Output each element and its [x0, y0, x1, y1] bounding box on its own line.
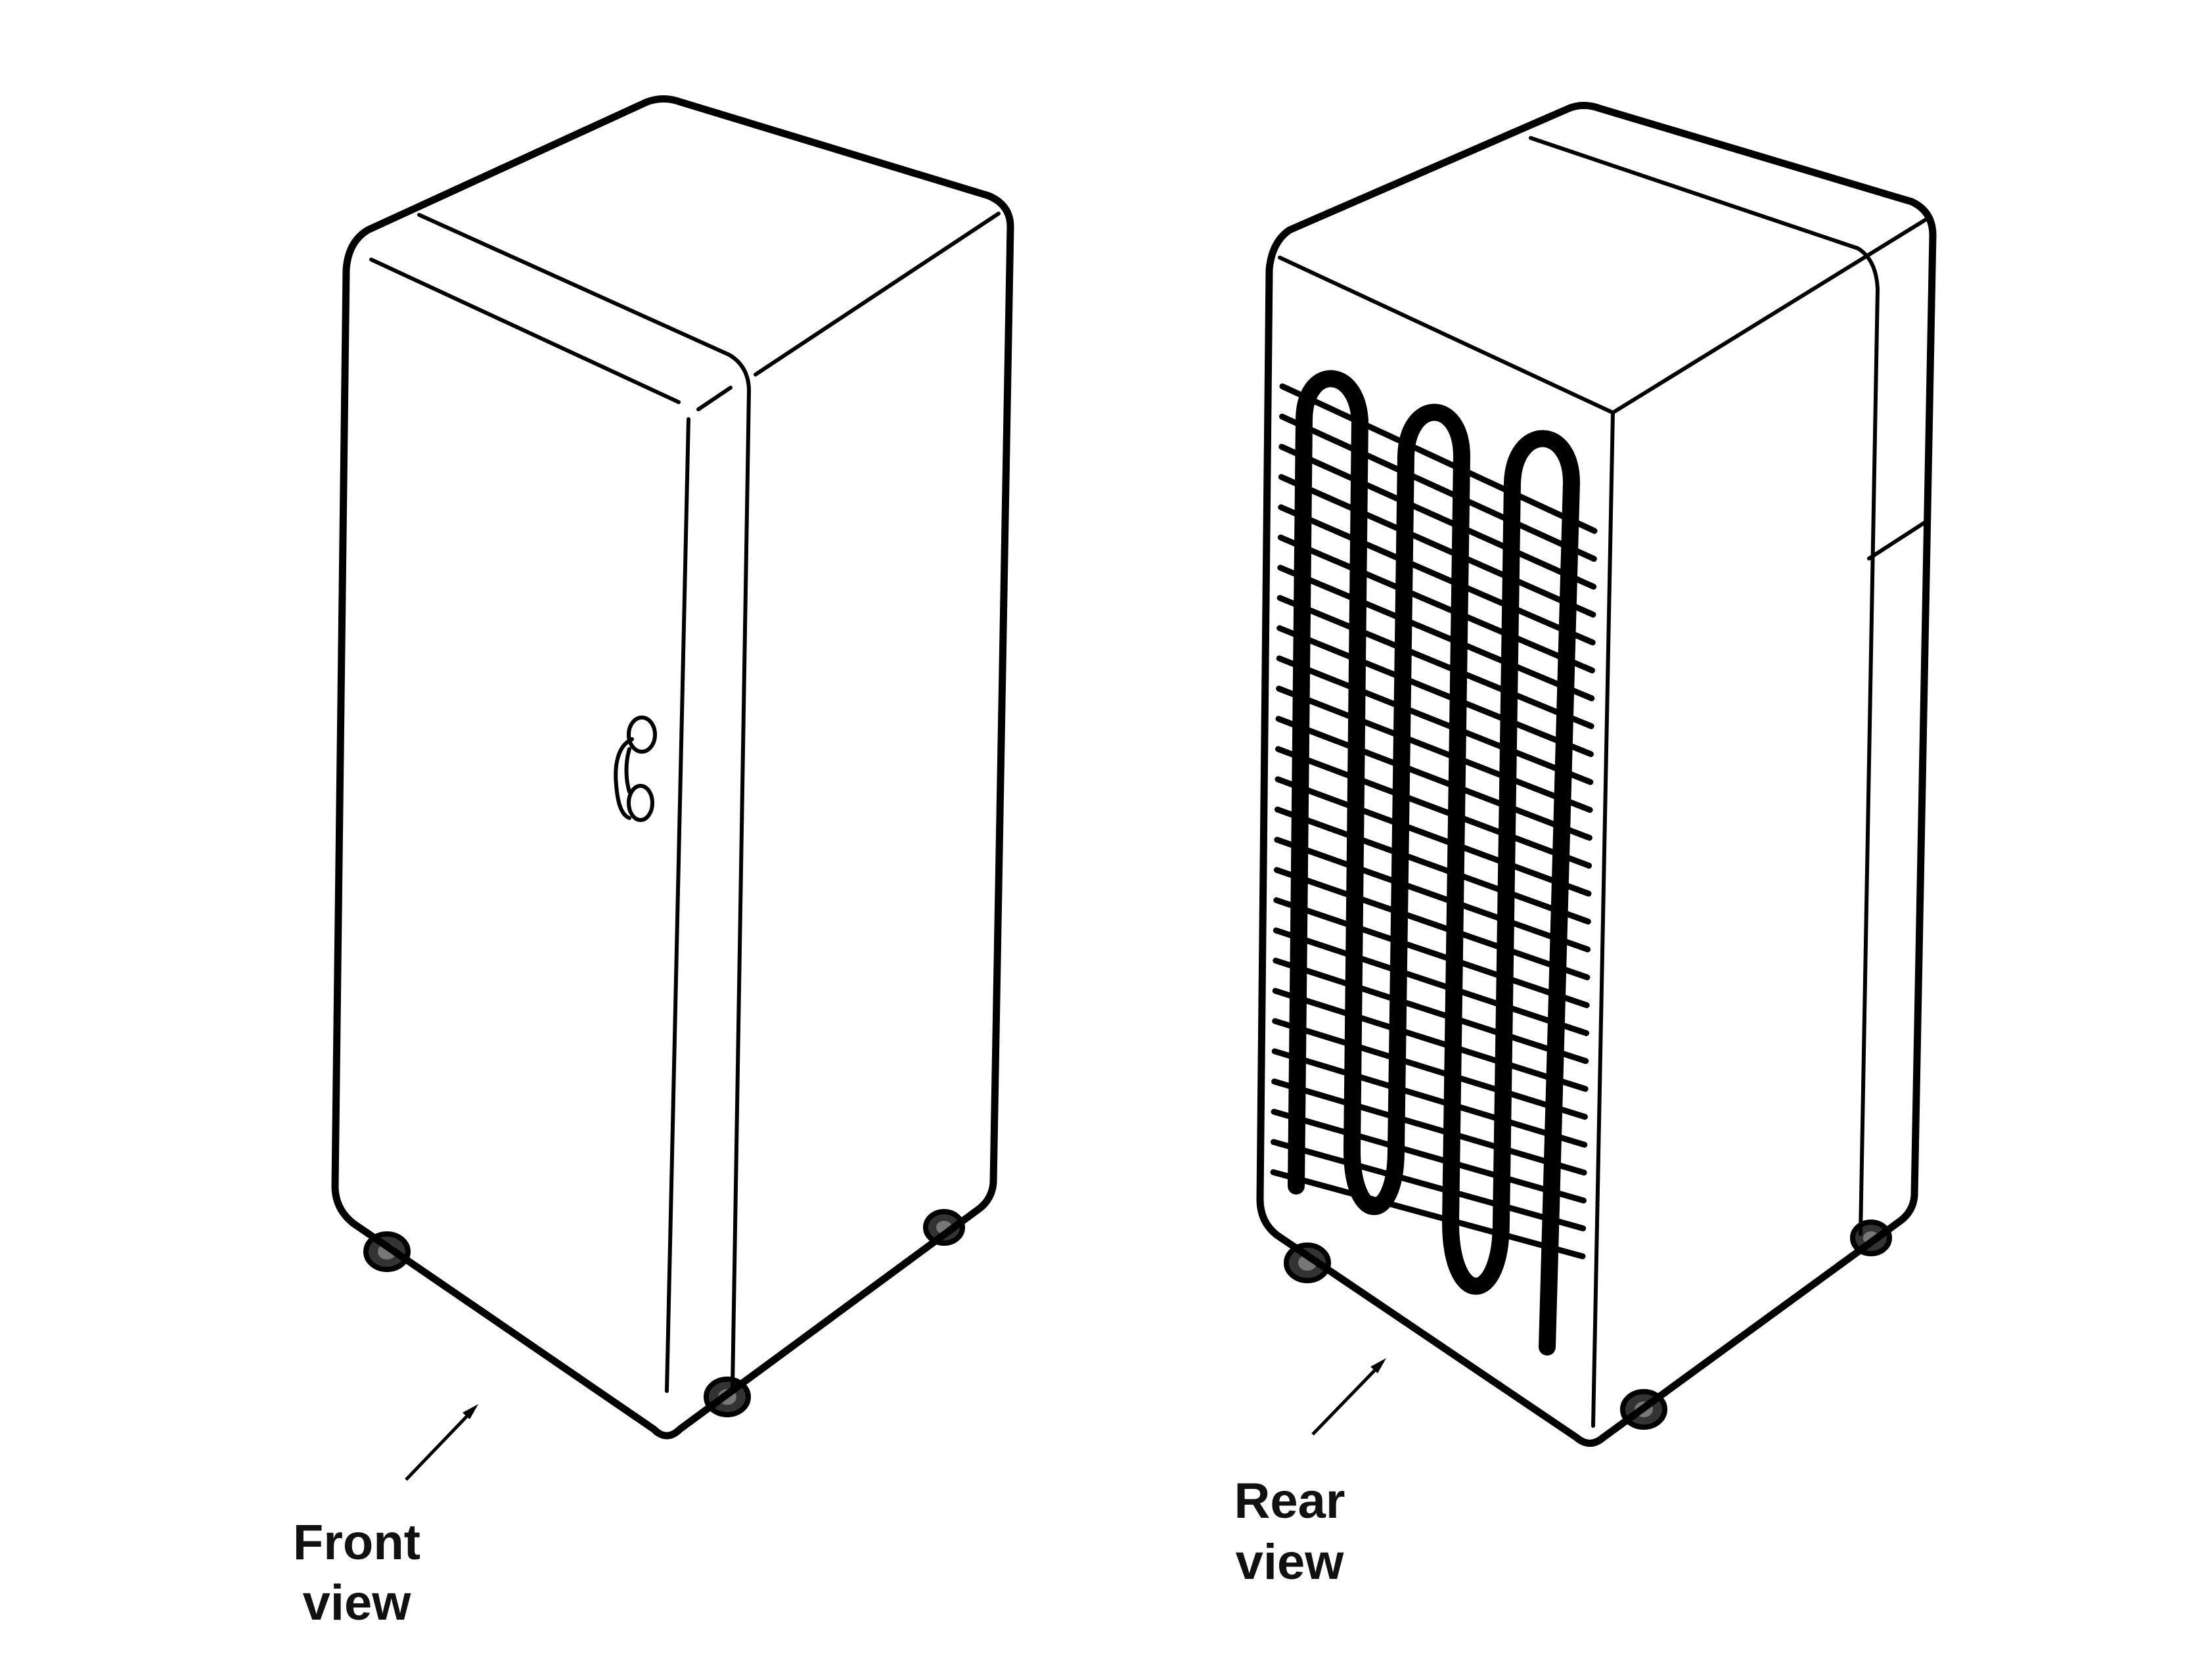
- front-wheels: [363, 1209, 965, 1417]
- condenser-fin: [1278, 504, 1596, 646]
- condenser-fin: [1275, 716, 1592, 841]
- condenser-fin: [1275, 806, 1591, 924]
- rear-side-seam: [1867, 520, 1927, 560]
- front-view-fridge: [331, 95, 1014, 1481]
- condenser-fin: [1271, 1048, 1588, 1148]
- front-top-left-edge: [369, 258, 681, 404]
- condenser-fins: [1270, 383, 1598, 1260]
- rear-wheels: [1284, 1220, 1892, 1430]
- condenser-fin: [1275, 746, 1592, 869]
- condenser-fin: [1271, 1139, 1587, 1231]
- condenser-fin: [1279, 383, 1598, 534]
- condenser-fin: [1277, 564, 1595, 702]
- rear-view-arrow: [1311, 1358, 1386, 1436]
- rear-top-right-edge: [1611, 218, 1927, 415]
- rear-label-line-1: Rear: [1234, 1473, 1345, 1529]
- condenser-fin: [1272, 988, 1589, 1092]
- condenser-fin: [1271, 1078, 1587, 1176]
- rear-side-edge: [1859, 287, 1880, 1236]
- rear-top-left-edge: [1278, 256, 1615, 415]
- condenser-fin: [1276, 685, 1593, 813]
- rear-view-fridge: [1256, 102, 1937, 1447]
- front-view-label: Front view: [293, 1515, 420, 1631]
- door-handle: [614, 716, 657, 822]
- condenser-fin: [1274, 836, 1591, 953]
- condenser-fin: [1276, 655, 1594, 785]
- rear-label-line-2: view: [1236, 1534, 1345, 1590]
- front-label-line-2: view: [303, 1575, 412, 1631]
- front-door-edge: [665, 417, 690, 1393]
- condenser-fin: [1270, 1169, 1586, 1260]
- condenser-fin: [1271, 1108, 1587, 1204]
- condenser-fin: [1278, 444, 1597, 590]
- condenser-fin: [1276, 595, 1594, 729]
- rear-corner-edge: [1591, 411, 1615, 1428]
- condenser-fin: [1273, 957, 1589, 1064]
- front-side-edge: [731, 389, 751, 1388]
- condenser-fin: [1273, 897, 1590, 1009]
- front-fridge-outline: [331, 95, 1014, 1440]
- front-top-corner-gap: [696, 386, 733, 411]
- condenser-fin: [1272, 1018, 1588, 1120]
- rear-view-label: Rear view: [1234, 1473, 1345, 1590]
- rear-fridge-outline: [1256, 102, 1937, 1447]
- front-view-arrow: [405, 1404, 478, 1481]
- condenser-fin: [1279, 413, 1597, 562]
- condenser-fin: [1277, 534, 1595, 673]
- rear-top-back-edge: [1529, 136, 1880, 291]
- front-top-back-edge: [417, 213, 751, 393]
- condenser-fin: [1276, 625, 1594, 758]
- condenser-fin: [1275, 776, 1592, 897]
- front-top-right-edge: [754, 212, 1001, 376]
- condenser-fin: [1273, 867, 1591, 980]
- condenser-coil: [1288, 370, 1580, 1356]
- condenser-fin: [1273, 927, 1589, 1036]
- front-label-line-1: Front: [293, 1515, 420, 1570]
- condenser-fin: [1278, 474, 1596, 618]
